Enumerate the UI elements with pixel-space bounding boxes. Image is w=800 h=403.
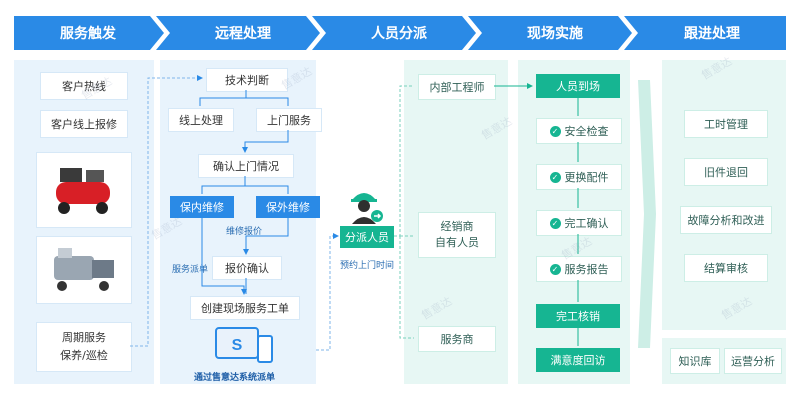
assign-person-box: 分派人员 [340, 226, 394, 248]
online-process-box: 线上处理 [168, 108, 234, 132]
check-icon: ✓ [549, 171, 561, 183]
check-icon: ✓ [549, 217, 561, 229]
confirm-onsite-box: 确认上门情况 [198, 154, 294, 178]
check-icon: ✓ [549, 125, 561, 137]
air-compressor-icon [56, 168, 110, 214]
dealer-line2: 自有人员 [435, 236, 479, 249]
in-warranty-box: 保内维修 [170, 196, 234, 218]
replace-label: 更换配件 [564, 171, 609, 184]
dealer-box: 经销商 自有人员 [418, 212, 496, 258]
stage-assign: 人员分派 [371, 26, 427, 42]
stage-followup: 跟进处理 [684, 26, 740, 42]
repair-quote-label: 维修报价 [226, 227, 263, 237]
hours-box: 工时管理 [684, 110, 768, 138]
safety-label: 安全检查 [564, 125, 609, 138]
dealer-line1: 经销商 [440, 220, 474, 233]
svg-text:S: S [232, 337, 243, 354]
complete-confirm-box: ✓完工确认 [536, 210, 622, 236]
compressor-image-1 [36, 152, 132, 228]
report-label: 服务报告 [564, 263, 609, 276]
return-box: 旧件退回 [684, 158, 768, 186]
safety-check-box: ✓安全检查 [536, 118, 622, 144]
online-report-box: 客户线上报修 [40, 110, 128, 138]
screw-compressor-icon [54, 248, 114, 291]
dispatch-label: 服务派单 [172, 265, 209, 275]
stage-onsite: 现场实施 [527, 26, 583, 42]
system-device-icon: S [214, 326, 274, 366]
periodic-service-box: 周期服务 保养/巡检 [36, 322, 132, 372]
verify-box: 完工核销 [536, 304, 620, 328]
appointment-note: 预约上门时间 [340, 261, 395, 271]
create-order-box: 创建现场服务工单 [190, 296, 300, 320]
stage-remote: 远程处理 [215, 26, 271, 42]
stage-arrows [14, 16, 786, 50]
stage-trigger: 服务触发 [60, 26, 116, 42]
ops-analysis-box: 运营分析 [724, 348, 782, 374]
check-icon: ✓ [549, 263, 561, 275]
compressor-image-2 [36, 236, 132, 304]
worker-icon [344, 184, 384, 224]
arrive-box: 人员到场 [536, 74, 620, 98]
quote-confirm-box: 报价确认 [212, 256, 282, 280]
analysis-box: 故障分析和改进 [680, 206, 772, 234]
settle-box: 结算审核 [684, 254, 768, 282]
system-dispatch-label: 通过售意达系统派单 [194, 373, 276, 383]
replace-parts-box: ✓更换配件 [536, 164, 622, 190]
internal-engineer-box: 内部工程师 [418, 74, 496, 100]
onsite-service-box: 上门服务 [256, 108, 322, 132]
complete-label: 完工确认 [564, 217, 609, 230]
service-report-box: ✓服务报告 [536, 256, 622, 282]
tech-judge-box: 技术判断 [206, 68, 288, 92]
periodic-line1: 周期服务 [62, 331, 106, 344]
periodic-line2: 保养/巡检 [60, 349, 108, 362]
provider-box: 服务商 [418, 326, 496, 352]
followup-column [662, 60, 786, 330]
knowledge-base-box: 知识库 [670, 348, 720, 374]
out-warranty-box: 保外维修 [256, 196, 320, 218]
hotline-box: 客户热线 [40, 72, 128, 100]
survey-box: 满意度回访 [536, 348, 620, 372]
